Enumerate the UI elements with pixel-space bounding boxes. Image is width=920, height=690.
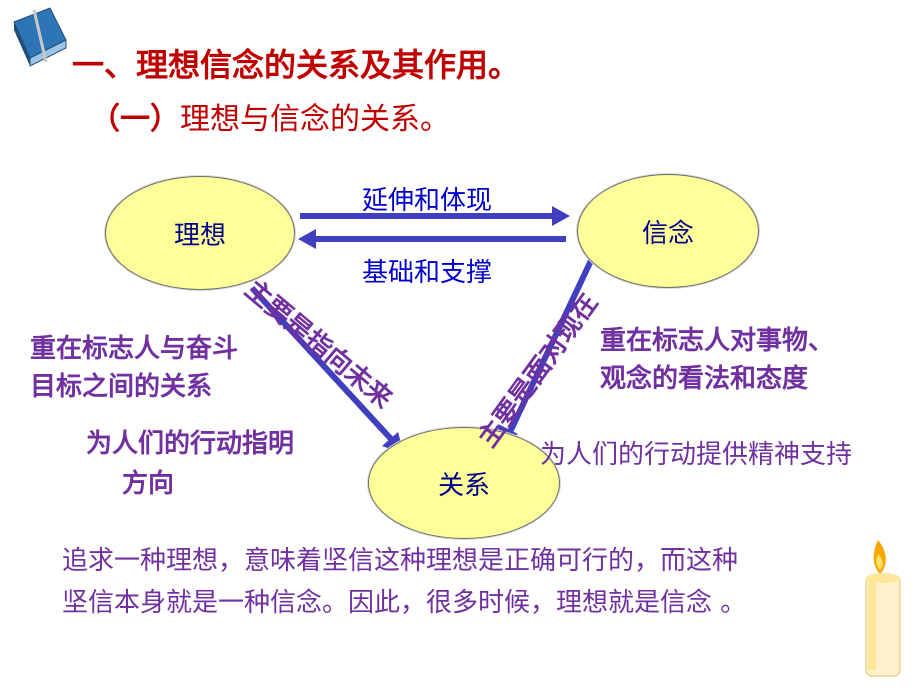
node-belief-label: 信念 xyxy=(641,218,694,249)
section-subtitle: （一）理想与信念的关系。 xyxy=(90,94,450,138)
conclusion-line2: 坚信本身就是一种信念。因此，很多时候，理想就是信念 。 xyxy=(62,588,747,618)
ideal-description-line2: 目标之间的关系 xyxy=(30,372,213,402)
ideal-description-line1: 重在标志人与奋斗 xyxy=(30,334,239,364)
subtitle-number: （一） xyxy=(90,102,180,137)
belief-description: 重在标志人对事物、 观念的看法和态度 xyxy=(600,322,834,398)
node-relation-label: 关系 xyxy=(437,470,490,501)
candle-icon xyxy=(865,540,901,677)
node-ideal: 理想 xyxy=(105,176,295,290)
belief-description-line2: 观念的看法和态度 xyxy=(600,364,809,394)
conclusion-text: 追求一种理想，意味着坚信这种理想是正确可行的，而这种 坚信本身就是一种信念。因此… xyxy=(62,540,746,624)
page-title: 一、理想信念的关系及其作用。 xyxy=(72,46,521,84)
subtitle-text: 理想与信念的关系。 xyxy=(180,102,450,137)
ideal-function: 为人们的行动指明 方向 xyxy=(86,424,294,504)
arrow-bottom-label: 基础和支撑 xyxy=(362,258,493,288)
arrow-ideal-to-belief xyxy=(300,206,570,226)
ideal-description: 重在标志人与奋斗 目标之间的关系 xyxy=(30,330,238,406)
belief-description-line1: 重在标志人对事物、 xyxy=(600,326,835,356)
conclusion-line1: 追求一种理想，意味着坚信这种理想是正确可行的，而这种 xyxy=(62,546,739,576)
arrow-belief-to-ideal xyxy=(298,229,566,249)
book-icon xyxy=(13,7,67,67)
node-ideal-label: 理想 xyxy=(173,220,226,251)
node-belief: 信念 xyxy=(577,174,759,288)
belief-function: 为人们的行动提供精神支持 xyxy=(540,440,853,470)
arrow-top-label: 延伸和体现 xyxy=(362,186,493,216)
ideal-function-line1: 为人们的行动指明 xyxy=(86,429,295,459)
ideal-function-line2: 方向 xyxy=(122,469,175,499)
node-relation: 关系 xyxy=(368,427,560,539)
